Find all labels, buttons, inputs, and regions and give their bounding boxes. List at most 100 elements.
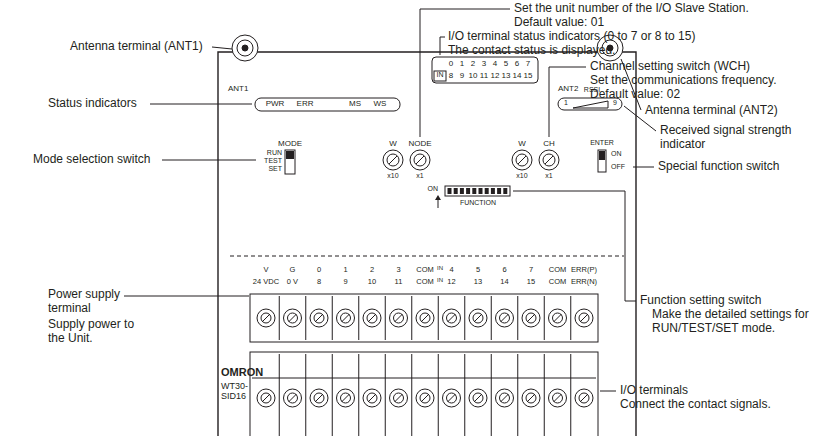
callout-text: Default value: 01	[514, 16, 604, 30]
panel-marking: WT30-SID16	[221, 381, 261, 402]
panel-marking: ERR(N)	[571, 278, 597, 287]
panel-marking: 2	[370, 266, 374, 275]
panel-marking: 0 V	[287, 278, 298, 287]
panel-marking: ANT1	[228, 84, 248, 93]
panel-marking: ERR	[297, 99, 314, 108]
terminal-screws	[252, 296, 596, 436]
callout-text: Antenna terminal (ANT1)	[70, 40, 203, 54]
panel-marking: SET	[268, 165, 282, 173]
panel-marking: 7	[526, 59, 530, 68]
panel-marking: 9	[613, 99, 617, 107]
dip-switch	[445, 186, 510, 196]
rssi-wedge	[573, 101, 608, 108]
callout-text: Channel setting switch (WCH)	[590, 60, 750, 74]
panel-marking: 4	[493, 59, 497, 68]
panel-marking: G	[290, 266, 296, 275]
panel-marking: 12	[447, 278, 455, 287]
panel-marking: 9	[460, 71, 464, 80]
panel-marking: 24 VDC	[253, 278, 279, 287]
panel-marking: COM	[416, 266, 434, 275]
panel-marking: 3	[482, 59, 486, 68]
section-divider	[230, 256, 624, 257]
panel-marking: NODE	[408, 139, 431, 148]
panel-marking: 10	[469, 71, 478, 80]
panel-marking: COM	[549, 278, 567, 287]
panel-marking: 12	[491, 71, 500, 80]
callout-text: Received signal strength indicator	[660, 124, 810, 152]
panel-marking: 2	[471, 59, 475, 68]
panel-marking: RUN	[267, 149, 282, 157]
panel-marking: 1	[343, 266, 347, 275]
callout-text: Function setting switch	[640, 294, 761, 308]
callout-text: The contact status is displayed.	[448, 44, 615, 58]
panel-marking: CH	[543, 139, 555, 148]
mode-switch	[285, 150, 295, 174]
panel-marking: 1	[460, 59, 464, 68]
panel-marking: COM	[416, 278, 434, 287]
panel-marking: W	[518, 139, 526, 148]
panel-marking: 9	[343, 278, 347, 287]
terminal-block	[250, 294, 598, 342]
callout-text: Antenna terminal (ANT2)	[645, 104, 778, 118]
panel-marking: MS	[349, 99, 361, 108]
panel-marking: 10	[368, 278, 376, 287]
panel-marking: 15	[527, 278, 535, 287]
io-indicator-panel	[432, 57, 538, 83]
callout-text: Connect the contact signals.	[620, 398, 771, 412]
callout-text: Supply power to the Unit.	[48, 318, 143, 346]
panel-marking: IN	[437, 265, 443, 272]
panel-marking: W	[389, 139, 397, 148]
panel-marking: PWR	[266, 99, 285, 108]
panel-marking: 6	[502, 266, 506, 275]
panel-marking: ENTER	[590, 139, 614, 147]
callout-text: Default value: 02	[590, 88, 680, 102]
panel-marking: 11	[480, 71, 488, 80]
panel-marking: ON	[611, 150, 622, 158]
panel-marking: 15	[524, 71, 533, 80]
panel-marking: 0	[317, 266, 321, 275]
panel-marking: x1	[545, 172, 552, 180]
rotary-dial	[383, 150, 559, 170]
in-marker-box	[434, 71, 446, 81]
panel-marking: MODE	[278, 139, 302, 148]
panel-marking: TEST	[264, 157, 282, 165]
panel-marking: 14	[513, 71, 522, 80]
panel-marking: ON	[428, 185, 439, 193]
callout-text: Set the unit number of the I/O Slave Sta…	[514, 2, 749, 16]
callout-text: Status indicators	[48, 97, 137, 111]
unit-housing	[218, 52, 636, 436]
panel-marking: RSSI	[584, 86, 600, 94]
panel-marking: x10	[516, 172, 527, 180]
panel-marking: 5	[476, 266, 480, 275]
on-arrowhead	[435, 195, 441, 200]
panel-marking: 0	[449, 59, 453, 68]
panel-marking: 6	[515, 59, 519, 68]
panel-marking: 5	[504, 59, 508, 68]
callout-text: I/O terminals	[620, 384, 688, 398]
callout-text: Make the detailed settings for RUN/TEST/…	[652, 308, 827, 336]
panel-marking: FUNCTION	[460, 199, 496, 207]
dip-cells	[448, 188, 508, 194]
callout-text: Set the communications frequency.	[590, 74, 777, 88]
callout-text: Mode selection switch	[33, 153, 150, 167]
panel-marking: 7	[529, 266, 533, 275]
panel-marking: 1	[564, 99, 568, 107]
special-function-switch	[598, 150, 606, 172]
panel-marking: x1	[416, 172, 423, 180]
panel-marking: ERR(P)	[571, 266, 597, 275]
panel-marking: 8	[317, 278, 321, 287]
leader-line	[124, 9, 656, 391]
panel-marking: COM	[549, 266, 567, 275]
switch-knob	[600, 152, 605, 160]
callout-text: Special function switch	[658, 160, 779, 174]
status-indicator-band	[255, 98, 400, 111]
panel-marking: ANT2	[558, 84, 578, 93]
panel-marking: 14	[500, 278, 508, 287]
panel-marking: OFF	[611, 163, 625, 171]
panel-marking: IN	[437, 71, 444, 79]
panel-marking: 8	[449, 71, 453, 80]
panel-marking: 3	[396, 266, 400, 275]
panel-marking: x10	[387, 172, 398, 180]
panel-marking: WS	[374, 99, 387, 108]
